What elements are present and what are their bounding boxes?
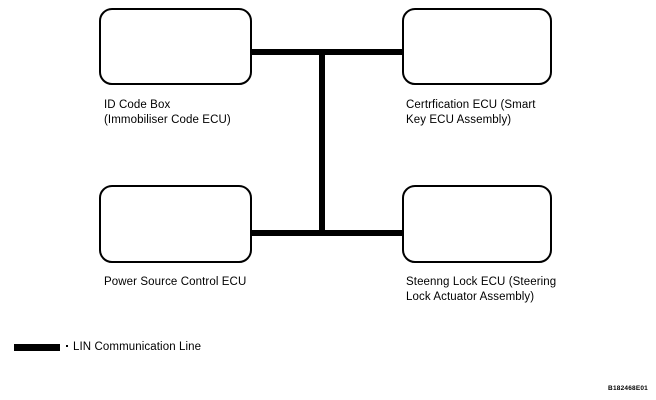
legend-separator-dot [66,345,68,347]
legend: LIN Communication Line [14,341,201,353]
ecu-box-id-code [99,8,252,85]
ecu-box-certification [402,8,552,85]
ecu-label-certification: Certrfication ECU (Smart Key ECU Assembl… [406,99,536,126]
ecu-box-steering-lock [402,185,552,263]
ecu-label-power-source-control: Power Source Control ECU [104,276,247,288]
lin-bus-top-horizontal [250,49,404,55]
legend-swatch-lin-line [14,343,60,351]
legend-label-lin-line: LIN Communication Line [73,341,202,353]
ecu-box-power-source-control [99,185,252,263]
ecu-label-steering-lock: Steenng Lock ECU (Steering Lock Actuator… [406,276,557,303]
lin-bus-vertical-trunk [319,49,325,236]
figure-reference-code: B182468E01 [608,385,648,392]
lin-bus-bottom-horizontal [250,230,404,236]
ecu-label-id-code: ID Code Box (Immobiliser Code ECU) [104,99,231,126]
